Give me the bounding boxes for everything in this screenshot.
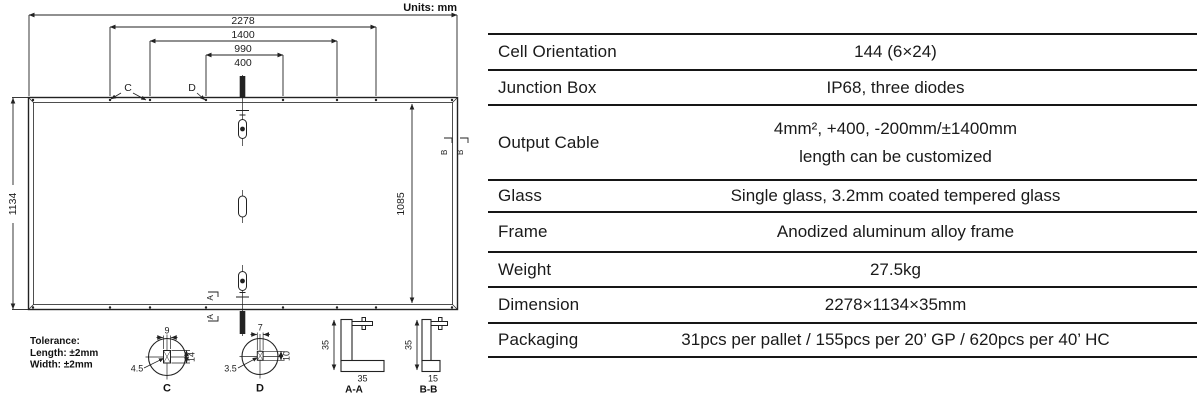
tolerance-length: Length: ±2mm xyxy=(30,348,98,359)
output-cable-stub-top xyxy=(239,76,246,97)
detail-d-slot-height: 10 xyxy=(282,351,292,361)
dim-400: 400 xyxy=(234,57,252,69)
spec-row-weight: Weight 27.5kg xyxy=(488,253,1197,288)
tolerance-width: Width: ±2mm xyxy=(30,360,93,371)
spec-value: Anodized aluminum alloy frame xyxy=(776,222,1015,241)
spec-row-dimension: Dimension 2278×1134×35mm xyxy=(488,288,1197,324)
spec-row-output-cable: Output Cable 4mm², +400, -200mm/±1400mm … xyxy=(488,106,1197,181)
spec-value: 144 (6×24) xyxy=(854,42,937,61)
spec-label: Junction Box xyxy=(498,77,597,97)
spec-value: 27.5kg xyxy=(869,259,922,279)
detail-d: 7 10 3.5 D xyxy=(224,323,291,395)
tolerance-title: Tolerance: xyxy=(30,336,80,347)
spec-value: IP68, three diodes xyxy=(826,77,965,97)
mounting-slot xyxy=(238,195,247,218)
spec-table: Cell Orientation 144 (6×24) Junction Box… xyxy=(488,33,1197,358)
callout-d-label: D xyxy=(188,82,196,94)
spec-label: Glass xyxy=(498,186,542,205)
detail-c-slot-width: 9 xyxy=(164,326,169,336)
section-aa-height: 35 xyxy=(321,340,331,350)
spec-value-line1: 4mm², +400, -200mm/±1400mm xyxy=(773,118,1018,138)
spec-label: Packaging xyxy=(498,330,579,349)
detail-c-slot-height: 14 xyxy=(187,352,197,362)
detail-d-slot-width: 7 xyxy=(258,323,263,333)
section-a-markers xyxy=(208,291,219,322)
detail-c-label: C xyxy=(163,383,171,395)
spec-row-cell-orientation: Cell Orientation 144 (6×24) xyxy=(488,35,1197,71)
section-a-letter: A xyxy=(206,295,215,301)
spec-row-frame: Frame Anodized aluminum alloy frame xyxy=(488,213,1197,253)
callout-leaders xyxy=(110,92,206,101)
dim-inner-1085: 1085 xyxy=(395,192,407,216)
units-label: Units: mm xyxy=(403,2,457,14)
spec-row-glass: Glass Single glass, 3.2mm coated tempere… xyxy=(488,181,1197,213)
frame-hole-dots xyxy=(31,98,454,309)
dim-height-1134: 1134 xyxy=(7,193,19,216)
spec-label: Cell Orientation xyxy=(498,42,617,61)
spec-value-line2: length can be customized xyxy=(799,146,992,166)
detail-d-radius: 3.5 xyxy=(224,364,237,374)
section-aa-profile: 35 35 A-A xyxy=(321,317,385,396)
section-b-letter: B xyxy=(456,150,465,155)
section-a-letter: A xyxy=(206,314,215,320)
section-b-markers xyxy=(444,137,469,143)
section-bb-label: B-B xyxy=(420,385,438,396)
spec-value: 4mm², +400, -200mm/±1400mm length can be… xyxy=(620,115,1197,171)
detail-c: 9 14 4.5 C xyxy=(131,326,197,395)
detail-c-radius: 4.5 xyxy=(131,364,144,374)
panel-technical-drawing: Units: mm 2278 1400 990 400 C D xyxy=(5,2,469,396)
spec-label: Dimension xyxy=(498,295,580,314)
spec-label: Frame xyxy=(498,222,548,241)
dim-990: 990 xyxy=(234,43,252,55)
section-b-letter: B xyxy=(440,150,449,155)
spec-label: Output Cable xyxy=(498,132,600,152)
dim-width-2278: 2278 xyxy=(231,15,255,27)
section-aa-label: A-A xyxy=(345,385,363,396)
spec-value: Single glass, 3.2mm coated tempered glas… xyxy=(730,186,1061,205)
spec-row-junction-box: Junction Box IP68, three diodes xyxy=(488,71,1197,106)
spec-value: 2278×1134×35mm xyxy=(824,295,967,314)
tolerance-note: Tolerance: Length: ±2mm Width: ±2mm xyxy=(30,336,98,371)
section-bb-height: 35 xyxy=(404,340,414,350)
callout-c-label: C xyxy=(124,82,132,94)
dim-1400: 1400 xyxy=(231,29,255,41)
section-aa-width: 35 xyxy=(357,374,367,384)
section-bb-width: 15 xyxy=(428,374,438,384)
dim-label-mask xyxy=(5,185,20,223)
spec-row-packaging: Packaging 31pcs per pallet / 155pcs per … xyxy=(488,324,1197,358)
spec-value: 31pcs per pallet / 155pcs per 20’ GP / 6… xyxy=(681,330,1110,349)
spec-label: Weight xyxy=(498,259,552,279)
detail-d-label: D xyxy=(256,383,264,395)
output-cable-stub-bottom xyxy=(239,311,246,334)
section-bb-profile: 35 15 B-B xyxy=(404,317,448,396)
top-dimension-lines xyxy=(28,12,458,96)
panel-outline xyxy=(27,96,459,311)
center-line-features xyxy=(236,75,249,336)
